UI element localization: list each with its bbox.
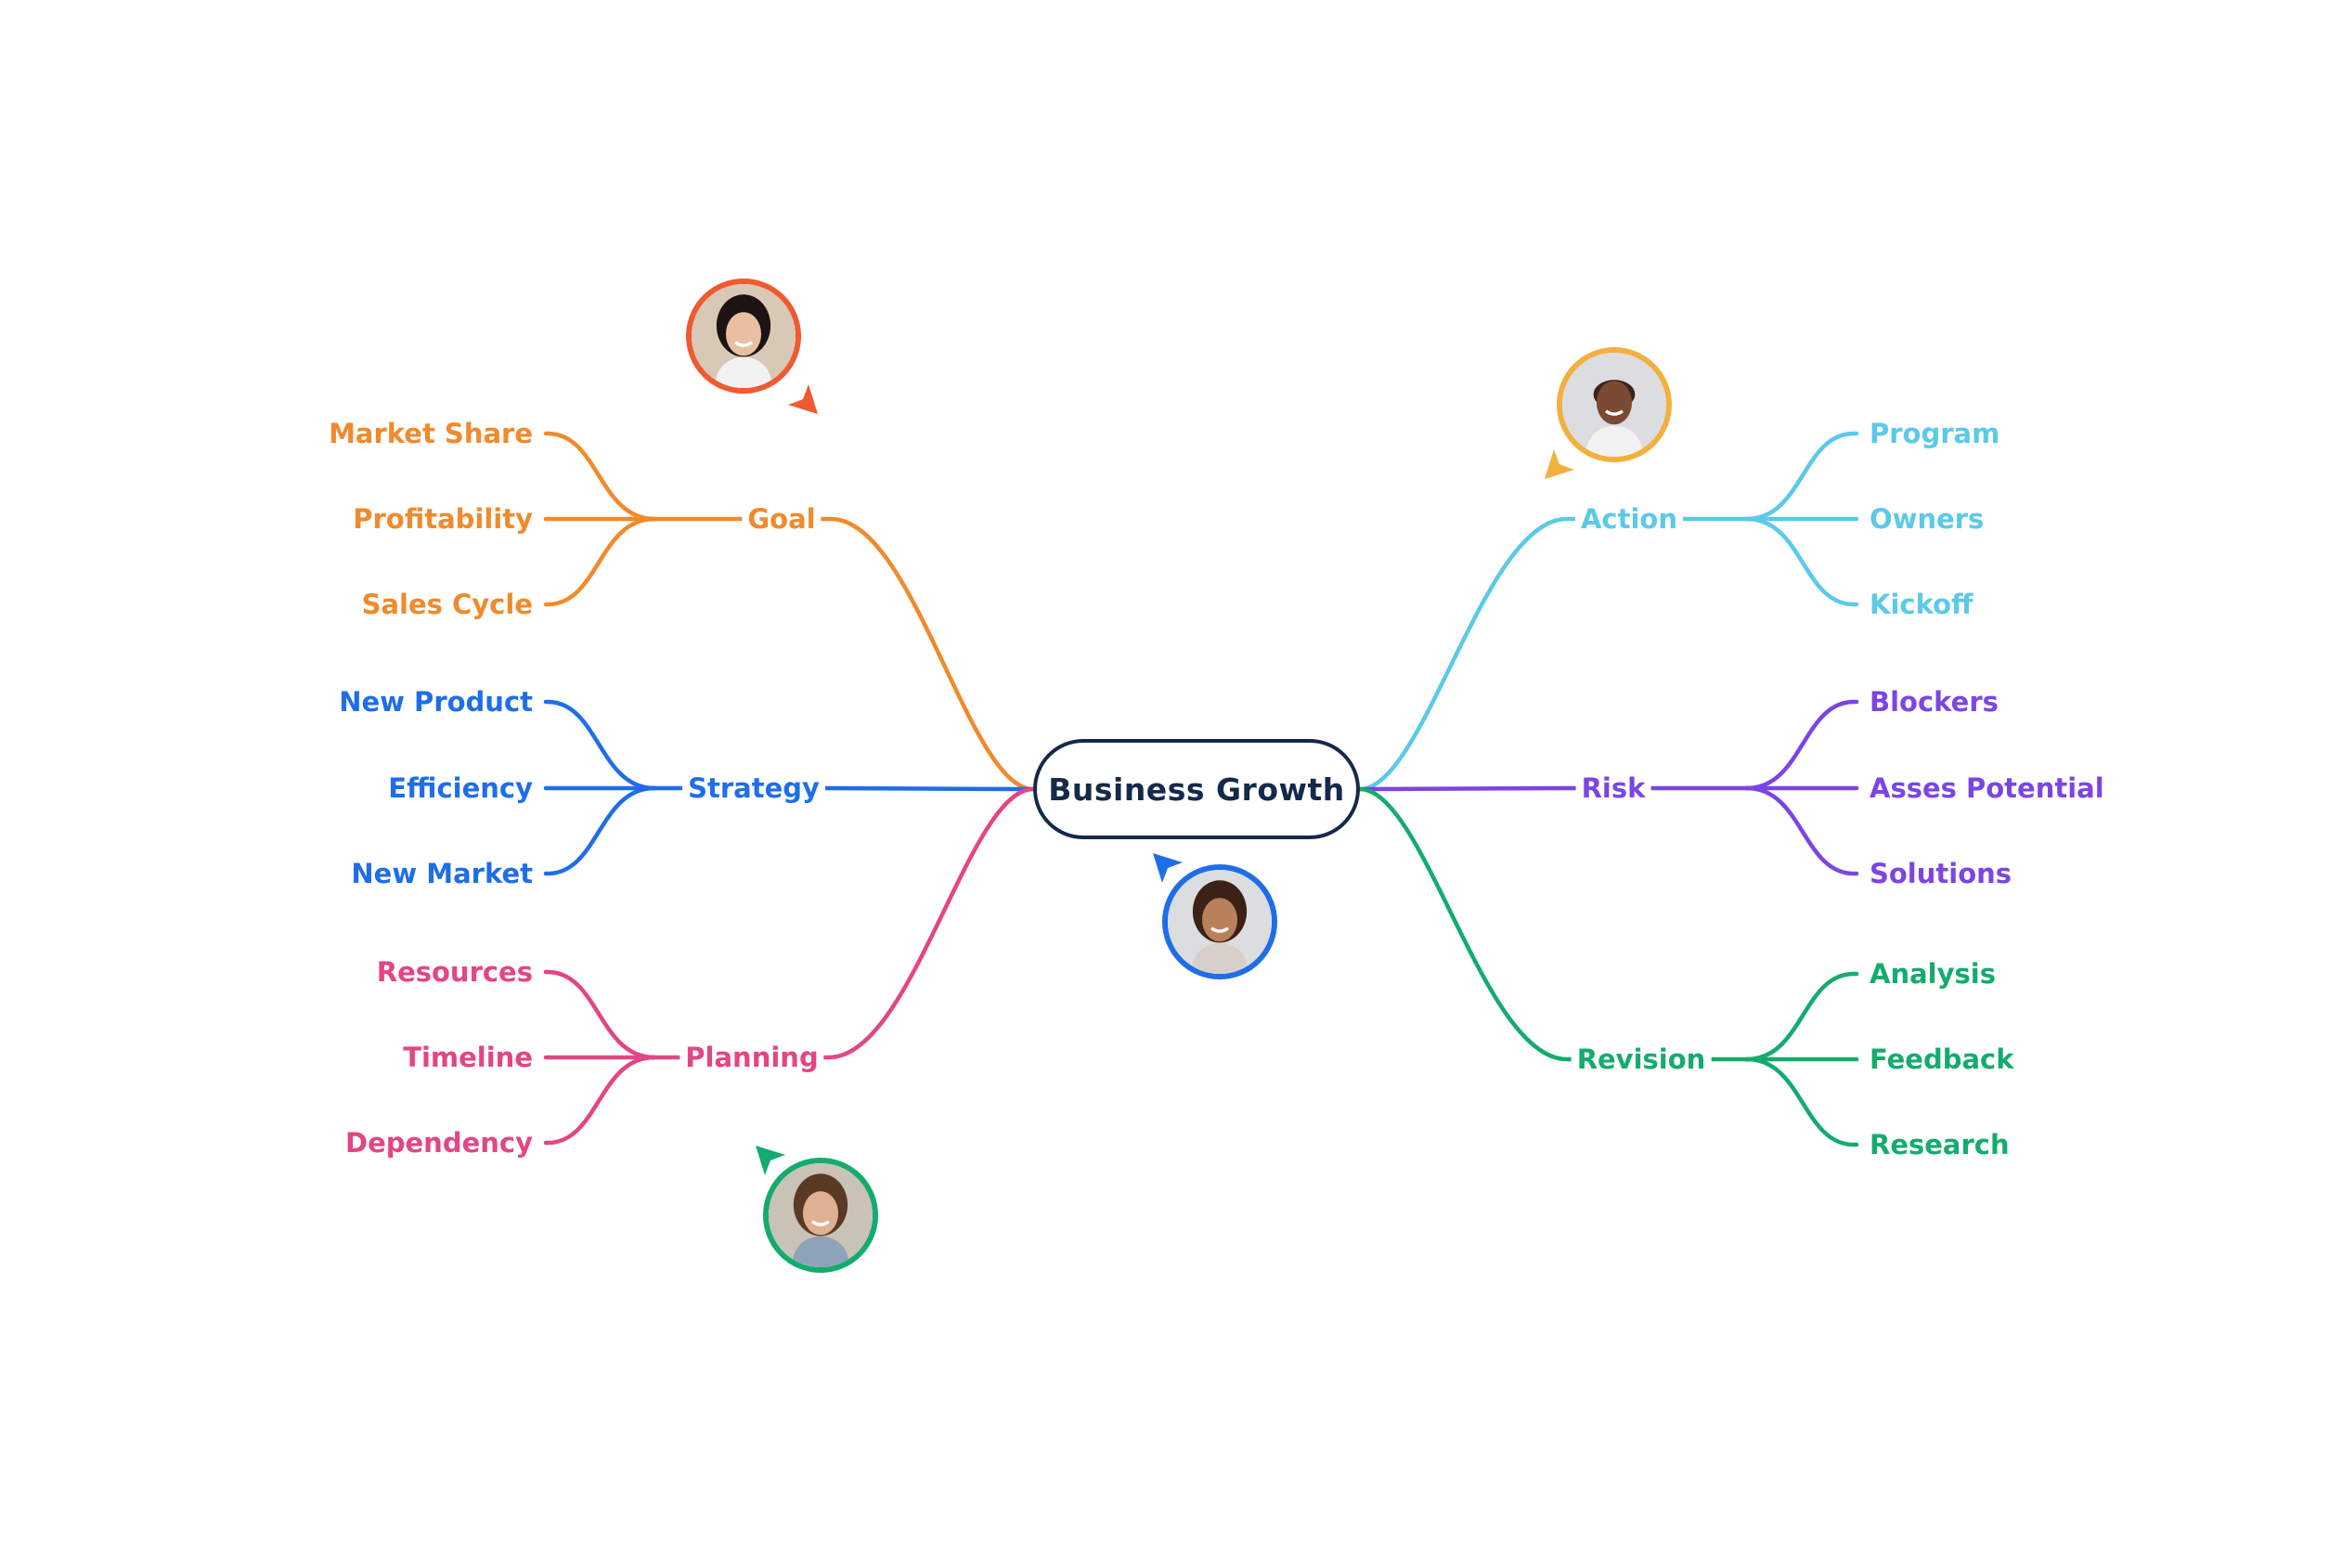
node-goal-child-1[interactable]: Profitability <box>347 500 538 538</box>
node-risk-child-0[interactable]: Blockers <box>1864 683 2004 720</box>
node-strategy[interactable]: Strategy <box>682 770 825 807</box>
connector-goal-child-2 <box>543 516 657 607</box>
connector-risk-child-2 <box>1744 785 1859 876</box>
node-planning-child-1[interactable]: Timeline <box>397 1039 538 1076</box>
node-risk[interactable]: Risk <box>1575 770 1651 807</box>
cursor-pointer-icon-man-smiling <box>1545 449 1574 479</box>
connector-root-risk <box>1357 785 1750 792</box>
node-planning[interactable]: Planning <box>679 1039 824 1076</box>
node-action-child-0[interactable]: Program <box>1864 415 2006 452</box>
connector-strategy-child-0 <box>543 699 657 791</box>
connector-root-revision <box>1357 786 1750 1062</box>
cursor-pointer-icon-woman-curly-hair <box>1153 853 1183 883</box>
root-node-business-growth[interactable]: Business Growth <box>1033 739 1360 839</box>
collaborator-avatar-woman-dark-hair[interactable] <box>686 279 801 394</box>
node-action-child-1[interactable]: Owners <box>1864 500 1990 538</box>
connector-action-child-0 <box>1744 431 1859 522</box>
node-action-child-2[interactable]: Kickoff <box>1864 586 1979 623</box>
connector-root-strategy <box>652 785 1036 792</box>
collaborator-avatar-man-beard[interactable] <box>763 1158 878 1273</box>
node-goal-child-2[interactable]: Sales Cycle <box>356 586 538 623</box>
collaborator-avatar-man-smiling[interactable] <box>1557 347 1672 462</box>
node-goal[interactable]: Goal <box>742 500 822 538</box>
root-label: Business Growth <box>1048 771 1345 808</box>
connector-root-action <box>1357 516 1750 792</box>
node-risk-child-1[interactable]: Asses Potential <box>1864 770 2110 807</box>
node-revision-child-2[interactable]: Research <box>1864 1126 2015 1163</box>
node-goal-child-0[interactable]: Market Share <box>323 415 538 452</box>
node-action[interactable]: Action <box>1574 500 1684 538</box>
connector-revision-child-0 <box>1744 971 1859 1062</box>
connector-risk-child-0 <box>1744 699 1859 791</box>
node-strategy-child-2[interactable]: New Market <box>345 855 538 892</box>
collaborator-avatar-woman-curly-hair[interactable] <box>1162 864 1277 979</box>
cursor-pointer-icon-man-beard <box>756 1146 785 1175</box>
connector-planning-child-0 <box>543 969 657 1060</box>
connector-action-child-2 <box>1744 516 1859 607</box>
connector-root-goal <box>652 516 1036 792</box>
node-strategy-child-0[interactable]: New Product <box>333 683 538 720</box>
connector-planning-child-2 <box>543 1055 657 1146</box>
node-strategy-child-1[interactable]: Efficiency <box>382 770 538 807</box>
node-risk-child-2[interactable]: Solutions <box>1864 855 2018 892</box>
connector-goal-child-0 <box>543 431 657 522</box>
node-revision[interactable]: Revision <box>1571 1041 1712 1078</box>
cursor-pointer-icon-woman-dark-hair <box>788 384 818 414</box>
node-planning-child-2[interactable]: Dependency <box>340 1124 538 1161</box>
node-revision-child-1[interactable]: Feedback <box>1864 1041 2020 1078</box>
connector-root-planning <box>652 786 1036 1060</box>
connector-revision-child-2 <box>1744 1056 1859 1147</box>
node-revision-child-0[interactable]: Analysis <box>1864 955 2001 992</box>
node-planning-child-0[interactable]: Resources <box>370 953 538 991</box>
connector-strategy-child-2 <box>543 785 657 876</box>
